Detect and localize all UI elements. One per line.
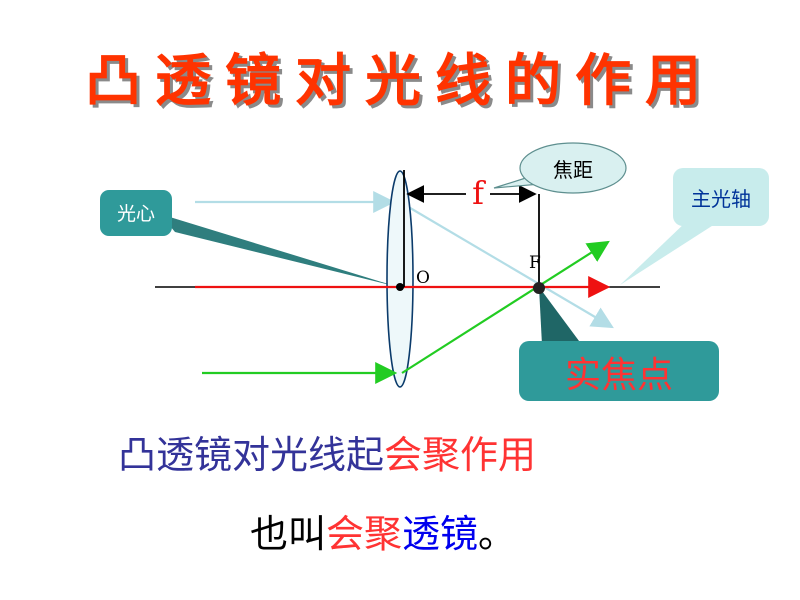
principal-axis-label: 主光轴	[691, 187, 751, 211]
focal-length-callout	[519, 142, 627, 194]
oblique-ray-refracted	[401, 240, 610, 374]
refracted-light-ray	[399, 201, 614, 329]
focus-point	[533, 282, 545, 294]
principal-axis-callout	[673, 168, 769, 226]
real-focus-callout-pointer	[539, 287, 582, 345]
convex-lens	[386, 170, 414, 388]
body-line-1: 凸透镜对光线起会聚作用	[118, 424, 536, 479]
line2-highlight-blue: 透镜	[402, 512, 479, 556]
principal-axis-callout-tail	[620, 220, 715, 285]
line1-highlight: 会聚作用	[384, 433, 537, 477]
focus-letter: F	[529, 253, 541, 273]
real-focus-callout	[519, 341, 719, 401]
optical-center-point	[396, 283, 404, 291]
optical-center-callout	[100, 190, 172, 236]
line1-prefix: 凸透镜对光线起	[118, 433, 385, 477]
optical-center-callout-pointer	[160, 214, 398, 287]
optical-center-letter: O	[416, 268, 430, 288]
page-title: 凸透镜对光线的作用	[85, 48, 715, 114]
optical-center-label: 光心	[117, 203, 155, 225]
line2-highlight-red: 会聚	[326, 512, 403, 556]
real-focus-label: 实焦点	[565, 355, 673, 396]
focal-length-symbol: f	[472, 174, 486, 212]
body-line-2: 也叫会聚透镜。	[250, 503, 516, 558]
line2-prefix: 也叫	[250, 512, 327, 556]
line2-end-mark: 。	[478, 512, 517, 556]
focal-length-label: 焦距	[553, 158, 593, 182]
